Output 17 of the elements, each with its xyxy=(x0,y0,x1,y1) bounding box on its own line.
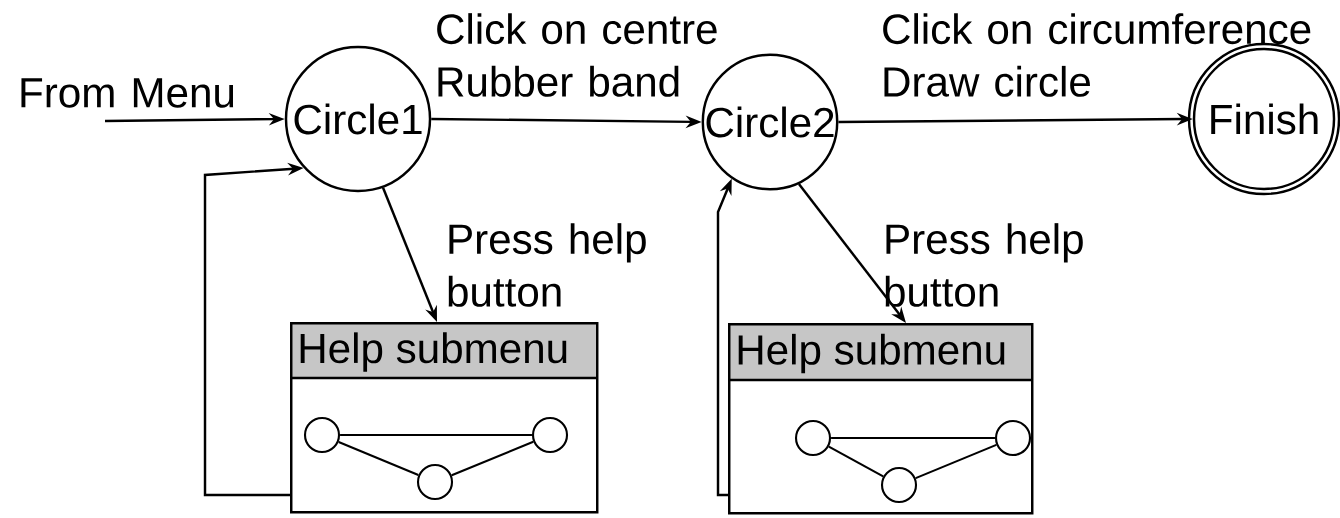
edge-label: From Menu xyxy=(21,78,234,108)
connector-line xyxy=(828,445,884,478)
connector-line xyxy=(340,433,532,437)
small-circle xyxy=(994,419,1032,457)
connector-line xyxy=(915,443,997,480)
small-circle xyxy=(303,416,341,454)
connector-line xyxy=(338,440,419,477)
edge-label: Press help button xyxy=(885,223,1083,307)
submenu-box: Help submenu xyxy=(290,322,599,514)
edge-label: Press help button xyxy=(448,223,646,307)
connector-line xyxy=(831,436,995,440)
small-circle xyxy=(416,463,454,501)
small-circle xyxy=(794,419,832,457)
connector-line xyxy=(451,440,534,477)
small-circle xyxy=(531,416,569,454)
small-circle xyxy=(880,466,918,504)
submenu-box: Help submenu xyxy=(728,323,1034,515)
